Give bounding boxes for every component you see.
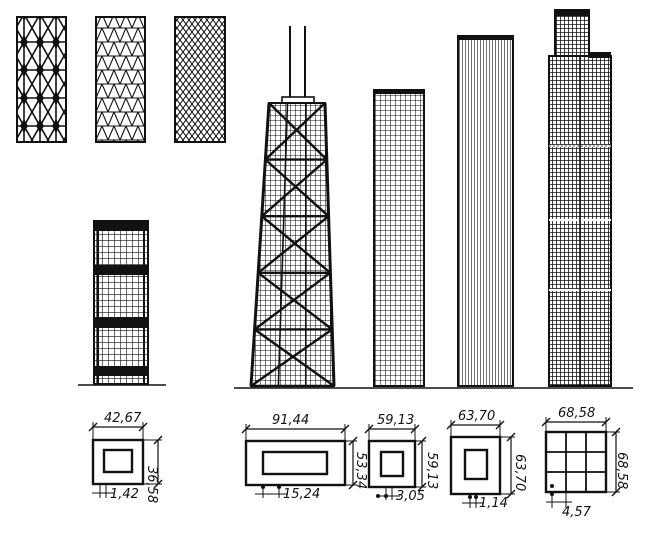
plan-2-width-label: 91,44 — [272, 413, 309, 428]
plan-5-depth-label: 68,58 — [614, 452, 629, 489]
pattern-swatch-coarse — [17, 17, 66, 142]
plan-3-width-label: 59,13 — [377, 413, 414, 428]
plan-1-core-label: 1,42 — [110, 487, 139, 502]
plan-building-4: 63,70 63,70 1,14 — [447, 409, 527, 511]
plan-5-width-label: 68,58 — [558, 406, 595, 421]
plan-building-5: 68,58 68,58 4,57 — [542, 406, 629, 520]
plan-2-depth-label: 53,34 — [353, 452, 368, 489]
pattern-swatch-triangular — [96, 17, 145, 142]
plan-1-depth-label: 36,58 — [144, 466, 159, 503]
pattern-swatch-diamond — [175, 17, 225, 142]
plan-2-core-label: 15,24 — [283, 487, 320, 502]
plan-3-core-label: 3,05 — [396, 489, 425, 504]
building-bundled-tube — [549, 10, 611, 386]
plan-4-core-label: 1,14 — [479, 496, 508, 511]
plan-building-1: 42,67 36,58 1,42 — [89, 411, 162, 503]
building-tall-framed-tube — [458, 36, 513, 386]
plan-1-width-label: 42,67 — [104, 411, 142, 426]
building-tapered-braced — [251, 26, 334, 386]
plan-5-core-label: 4,57 — [562, 505, 592, 520]
building-framed-tube — [374, 90, 424, 386]
plan-4-width-label: 63,70 — [458, 409, 495, 424]
building-short-braced — [94, 221, 148, 384]
plan-building-3: 59,13 59,13 3,05 — [365, 413, 439, 504]
plan-4-depth-label: 63,70 — [512, 454, 527, 491]
plan-building-2: 91,44 53,34 15,24 — [242, 413, 368, 502]
plan-3-depth-label: 59,13 — [424, 452, 439, 489]
